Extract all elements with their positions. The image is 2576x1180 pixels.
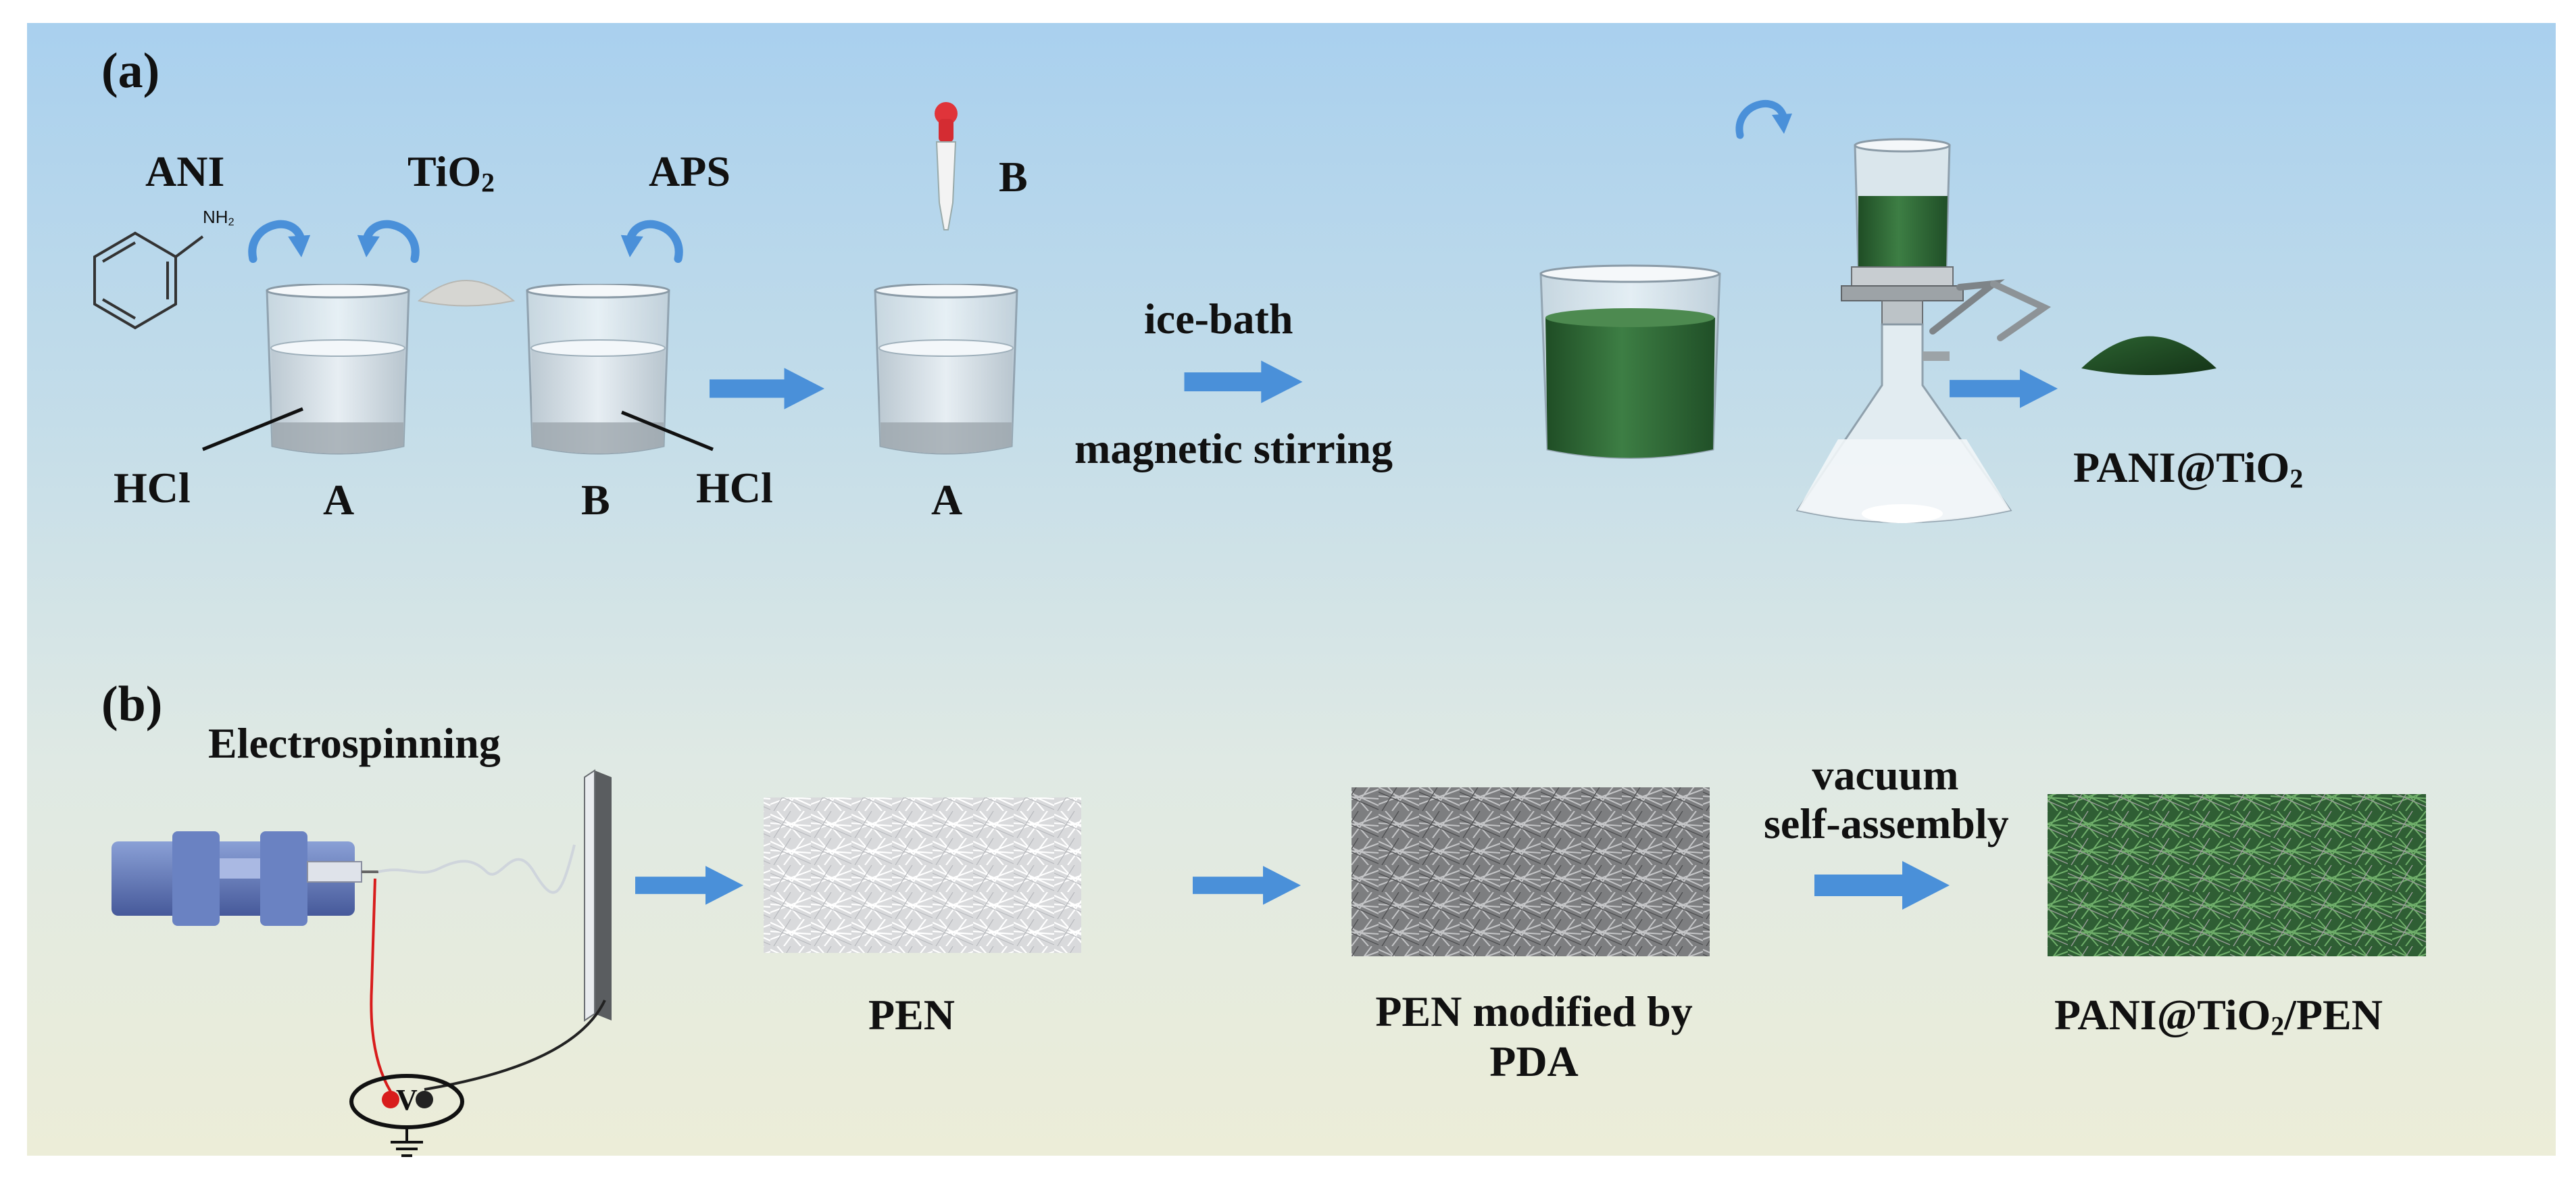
process-arrow-icon (1184, 360, 1303, 403)
process-arrow-icon (1950, 369, 2058, 408)
hcl-right-label: HCl (696, 464, 773, 512)
step-stirring-label: magnetic stirring (1074, 424, 1393, 472)
beaker-icon (874, 284, 1018, 455)
fiber-mat-icon (2048, 794, 2426, 956)
beaker-a-label: A (323, 476, 355, 524)
hcl-left-label: HCl (114, 464, 191, 512)
process-arrow-icon (1193, 866, 1301, 905)
step-vacuum-label: vacuum self-assembly (1764, 751, 2009, 847)
curved-arrow-icon (357, 224, 416, 259)
aps-label: APS (649, 147, 730, 195)
gradient-background (27, 23, 2556, 1156)
process-arrow-icon (1814, 861, 1950, 910)
fiber-mat-icon (1352, 787, 1710, 956)
curved-arrow-icon (252, 224, 310, 259)
jet-icon (378, 844, 576, 894)
curved-arrow-icon (1739, 103, 1792, 135)
panel-a-label: (a) (101, 43, 160, 99)
curved-arrow-icon (621, 224, 679, 259)
filtration-apparatus-icon (1795, 138, 2052, 523)
voltmeter-label: V (396, 1083, 418, 1116)
panel-b-label: (b) (101, 677, 163, 732)
powder-pile-icon (417, 280, 516, 307)
syringe-pump-icon (112, 831, 378, 926)
tio2-label: TiO2 (407, 147, 495, 198)
green-solution-beaker-icon (1539, 264, 1721, 459)
fiber-mat-icon (764, 797, 1081, 953)
beaker-a2-label: A (931, 476, 963, 524)
beaker-icon (266, 284, 410, 455)
dropper-b-label: B (999, 153, 1028, 201)
beaker-icon (526, 284, 670, 455)
electrospinning-label: Electrospinning (208, 719, 501, 767)
aniline-structure-icon (93, 231, 204, 330)
collector-plate-icon (584, 769, 612, 1022)
ani-label: ANI (145, 147, 225, 195)
mat-pda-label: PEN modified by PDA (1375, 987, 1693, 1085)
beaker-b-label: B (581, 476, 610, 524)
process-arrow-icon (710, 368, 824, 410)
mat-pen-label: PEN (868, 991, 955, 1039)
final-product-label: PANI@TiO2/PEN (2054, 991, 2383, 1041)
process-arrow-icon (635, 866, 743, 905)
ground-icon (391, 1127, 423, 1157)
dropper-icon (935, 102, 958, 230)
product-pile-icon (2081, 336, 2216, 375)
step-ice-bath-label: ice-bath (1144, 295, 1293, 343)
nh2-label: NH2 (203, 207, 234, 228)
product-label: PANI@TiO2 (2073, 443, 2304, 494)
